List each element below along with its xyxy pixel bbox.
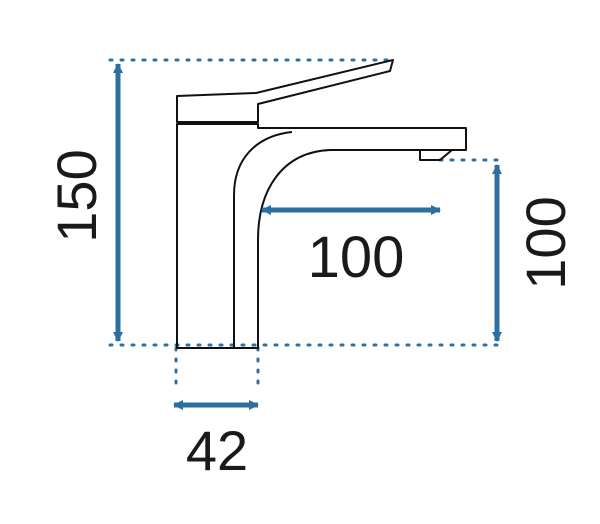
total-height-label: 150 [45, 149, 108, 242]
dotted-guides [108, 58, 507, 394]
faucet-outline [176, 59, 467, 349]
faucet-body-inner-edge [233, 131, 293, 348]
dimension-arrows [113, 63, 502, 410]
base-width-label: 42 [186, 419, 248, 482]
spout-reach-label: 100 [308, 225, 405, 290]
spout-height-label: 100 [514, 196, 577, 289]
spout-outlet [419, 149, 453, 161]
lever-handle [176, 59, 394, 123]
faucet-body-spout [176, 123, 467, 349]
